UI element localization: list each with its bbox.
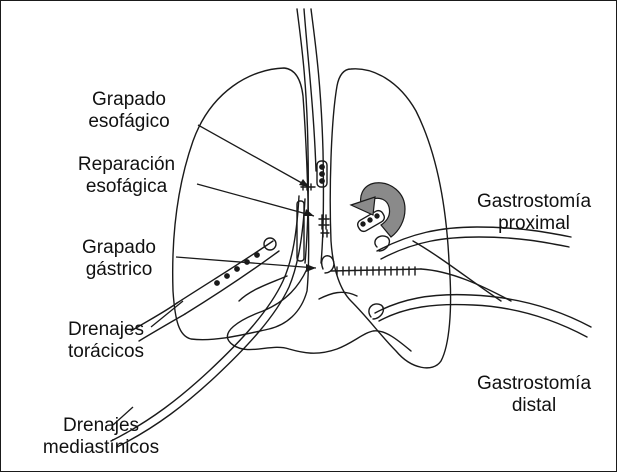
label-grapado-esofagico-line1: Grapado (69, 89, 189, 111)
distal-gastrostomy-tube (375, 295, 591, 337)
label-gastrostomia-distal: Gastrostomía distal (469, 373, 599, 417)
label-gastrostomia-distal-line1: Gastrostomía (469, 373, 599, 395)
esophageal-repair-stitches (319, 215, 329, 237)
label-drenajes-mediastinicos-line1: Drenajes (31, 415, 171, 437)
label-reparacion-esofagica: Reparación esofágica (59, 154, 194, 198)
label-drenajes-toracicos-line2: torácicos (51, 341, 161, 363)
label-drenajes-toracicos-line1: Drenajes (51, 319, 161, 341)
leader-grapado-esofagico (198, 125, 309, 187)
label-grapado-esofagico: Grapado esofágico (69, 89, 189, 133)
label-drenajes-mediastinicos-line2: mediastínicos (31, 437, 171, 459)
label-grapado-esofagico-line2: esofágico (69, 111, 189, 133)
label-gastrostomia-proximal-line1: Gastrostomía (469, 191, 599, 213)
label-gastrostomia-proximal: Gastrostomía proximal (469, 191, 599, 235)
label-drenajes-mediastinicos: Drenajes mediastínicos (31, 415, 171, 459)
leader-reparacion-esofagica (197, 184, 314, 216)
mediastinum-inner (239, 276, 357, 301)
gastric-staple-line (331, 269, 421, 271)
gastric-loop (322, 256, 334, 273)
label-drenajes-toracicos: Drenajes torácicos (51, 319, 161, 363)
label-gastrostomia-distal-line2: distal (469, 395, 599, 417)
label-reparacion-esofagica-line1: Reparación (59, 154, 194, 176)
tube-extension-2 (413, 241, 501, 301)
label-grapado-gastrico-line2: gástrico (59, 259, 179, 281)
label-grapado-gastrico: Grapado gástrico (59, 237, 179, 281)
label-reparacion-esofagica-line2: esofágica (59, 176, 194, 198)
label-gastrostomia-proximal-line2: proximal (469, 213, 599, 235)
label-grapado-gastrico-line1: Grapado (59, 237, 179, 259)
